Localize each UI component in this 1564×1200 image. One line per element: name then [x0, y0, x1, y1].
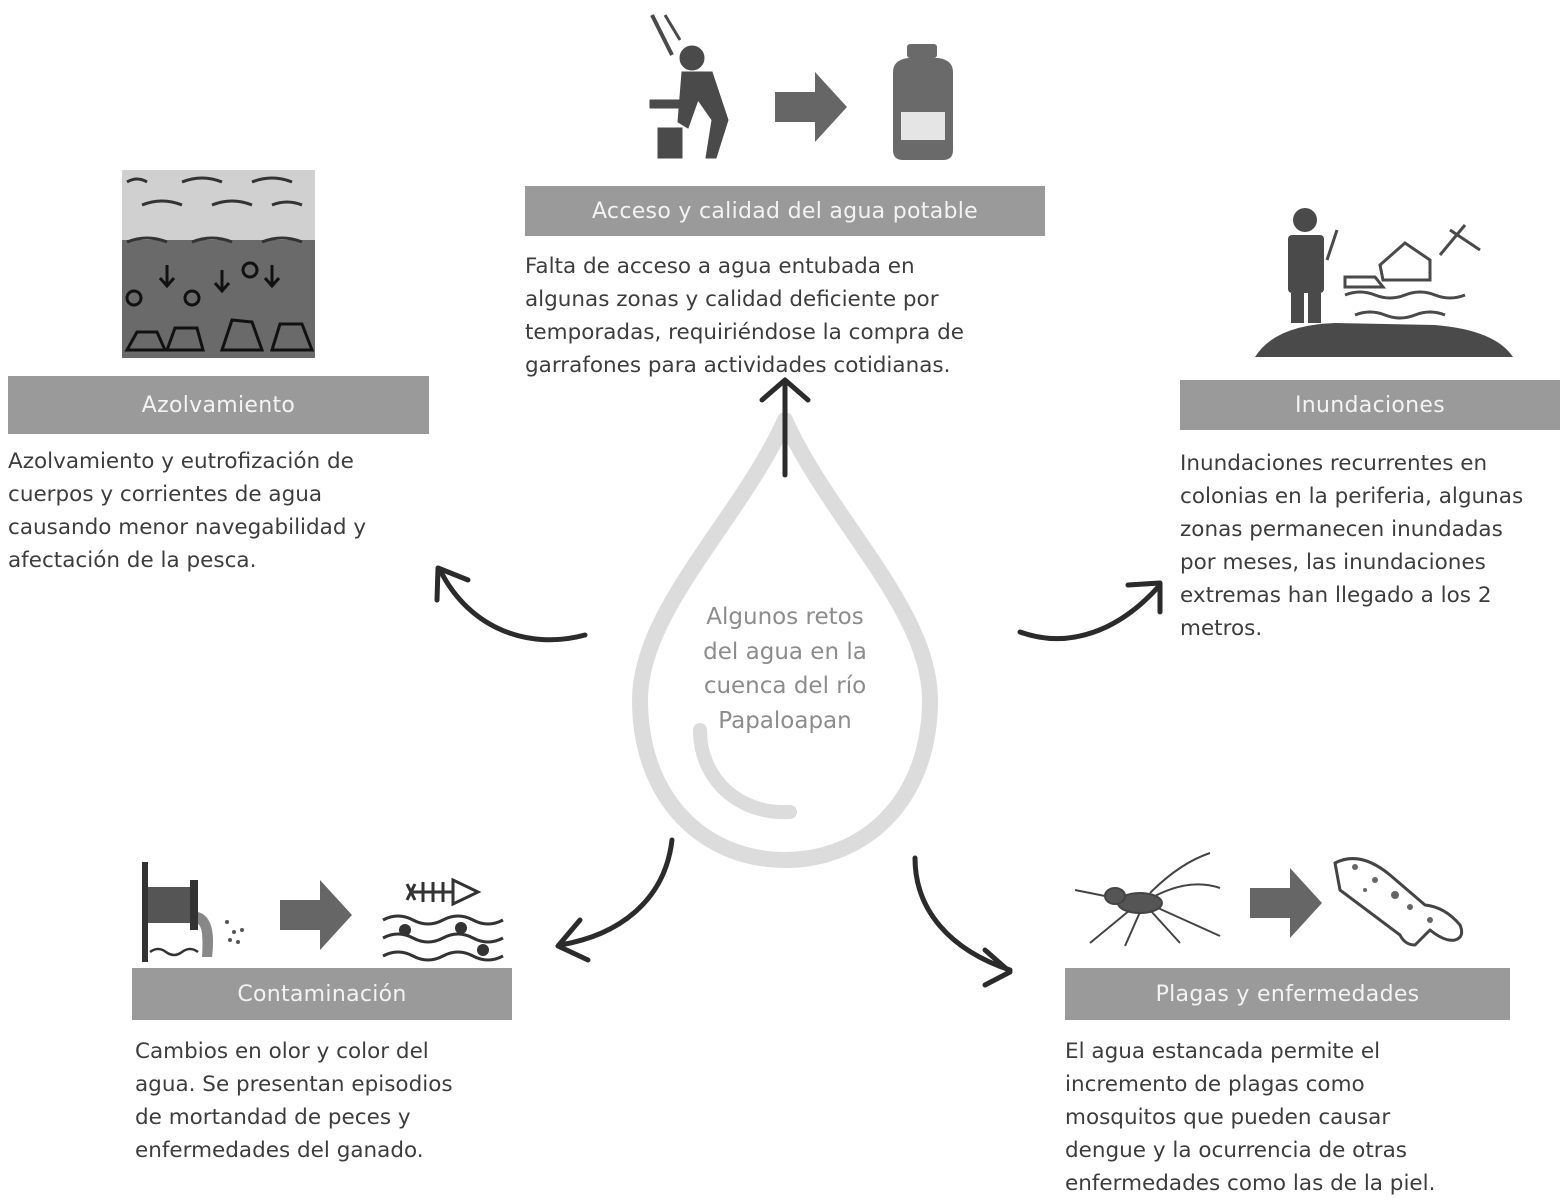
azolvamiento-description: Azolvamiento y eutrofización de cuerpos … [8, 445, 438, 577]
center-line: del agua en la [703, 638, 867, 665]
discharge-pipe-icon [142, 862, 244, 962]
desc-line: enfermedades del ganado. [135, 1138, 424, 1163]
desc-line: de mortandad de peces y [135, 1105, 411, 1130]
desc-line: dengue y la ocurrencia de otras [1065, 1138, 1407, 1163]
inundaciones-title: Inundaciones [1295, 392, 1445, 418]
center-line: Papaloapan [718, 707, 852, 734]
right-arrow-icon [775, 72, 847, 142]
desc-line: El agua estancada permite el [1065, 1039, 1381, 1064]
desc-line: colonias en la periferia, algunas [1180, 484, 1524, 509]
azolvamiento-banner: Azolvamiento [8, 376, 429, 434]
desc-line: zonas permanecen inundadas [1180, 517, 1503, 542]
inundaciones-description: Inundaciones recurrentes en colonias en … [1180, 447, 1560, 645]
plagas-title: Plagas y enfermedades [1155, 981, 1420, 1007]
desc-line: cuerpos y corrientes de agua [8, 482, 323, 507]
desc-line: por meses, las inundaciones [1180, 550, 1486, 575]
plagas-description: El agua estancada permite el incremento … [1065, 1035, 1535, 1200]
flood-icon [1255, 208, 1513, 357]
desc-line: metros. [1180, 616, 1263, 641]
arrow-bottom-right [912, 855, 1013, 973]
mosquito-icon [1074, 852, 1221, 947]
desc-line: algunas zonas y calidad deficiente por [525, 287, 939, 312]
desc-line: causando menor navegabilidad y [8, 515, 367, 540]
acceso-description: Falta de acceso a agua entubada en algun… [525, 250, 1045, 382]
desc-line: agua. Se presentan episodios [135, 1072, 453, 1097]
person-faucet-icon [649, 14, 729, 159]
desc-line: Cambios en olor y color del [135, 1039, 429, 1064]
plagas-banner: Plagas y enfermedades [1065, 968, 1510, 1020]
contaminacion-description: Cambios en olor y color del agua. Se pre… [135, 1035, 535, 1167]
acceso-banner: Acceso y calidad del agua potable [525, 186, 1045, 236]
sediment-icon [122, 170, 315, 358]
desc-line: incremento de plagas como [1065, 1072, 1365, 1097]
arrow-left [437, 567, 588, 643]
skin-rash-arm-icon [1333, 857, 1464, 947]
inundaciones-banner: Inundaciones [1180, 380, 1560, 430]
desc-line: temporadas, requiriéndose la compra de [525, 320, 964, 345]
center-title: Algunos retos del agua en la cuenca del … [660, 600, 910, 738]
desc-line: garrafones para actividades cotidianas. [525, 353, 951, 378]
desc-line: enfermedades como las de la piel. [1065, 1171, 1436, 1196]
desc-line: Inundaciones recurrentes en [1180, 451, 1488, 476]
desc-line: Azolvamiento y eutrofización de [8, 449, 354, 474]
arrow-bottom-left [557, 837, 675, 948]
desc-line: extremas han llegado a los 2 [1180, 583, 1492, 608]
acceso-title: Acceso y calidad del agua potable [591, 198, 979, 224]
desc-line: Falta de acceso a agua entubada en [525, 254, 915, 279]
center-line: cuenca del río [703, 673, 867, 699]
contaminacion-title: Contaminación [237, 981, 407, 1007]
desc-line: mosquitos que pueden causar [1065, 1105, 1391, 1130]
desc-line: afectación de la pesca. [8, 548, 257, 573]
right-arrow-icon [1250, 868, 1322, 938]
right-arrow-icon [280, 880, 352, 950]
contaminacion-banner: Contaminación [132, 968, 512, 1020]
dead-fish-icon [382, 877, 504, 962]
center-line: Algunos retos [706, 604, 864, 630]
water-jug-icon [893, 44, 953, 160]
arrow-right [1017, 582, 1163, 642]
azolvamiento-title: Azolvamiento [141, 392, 296, 418]
